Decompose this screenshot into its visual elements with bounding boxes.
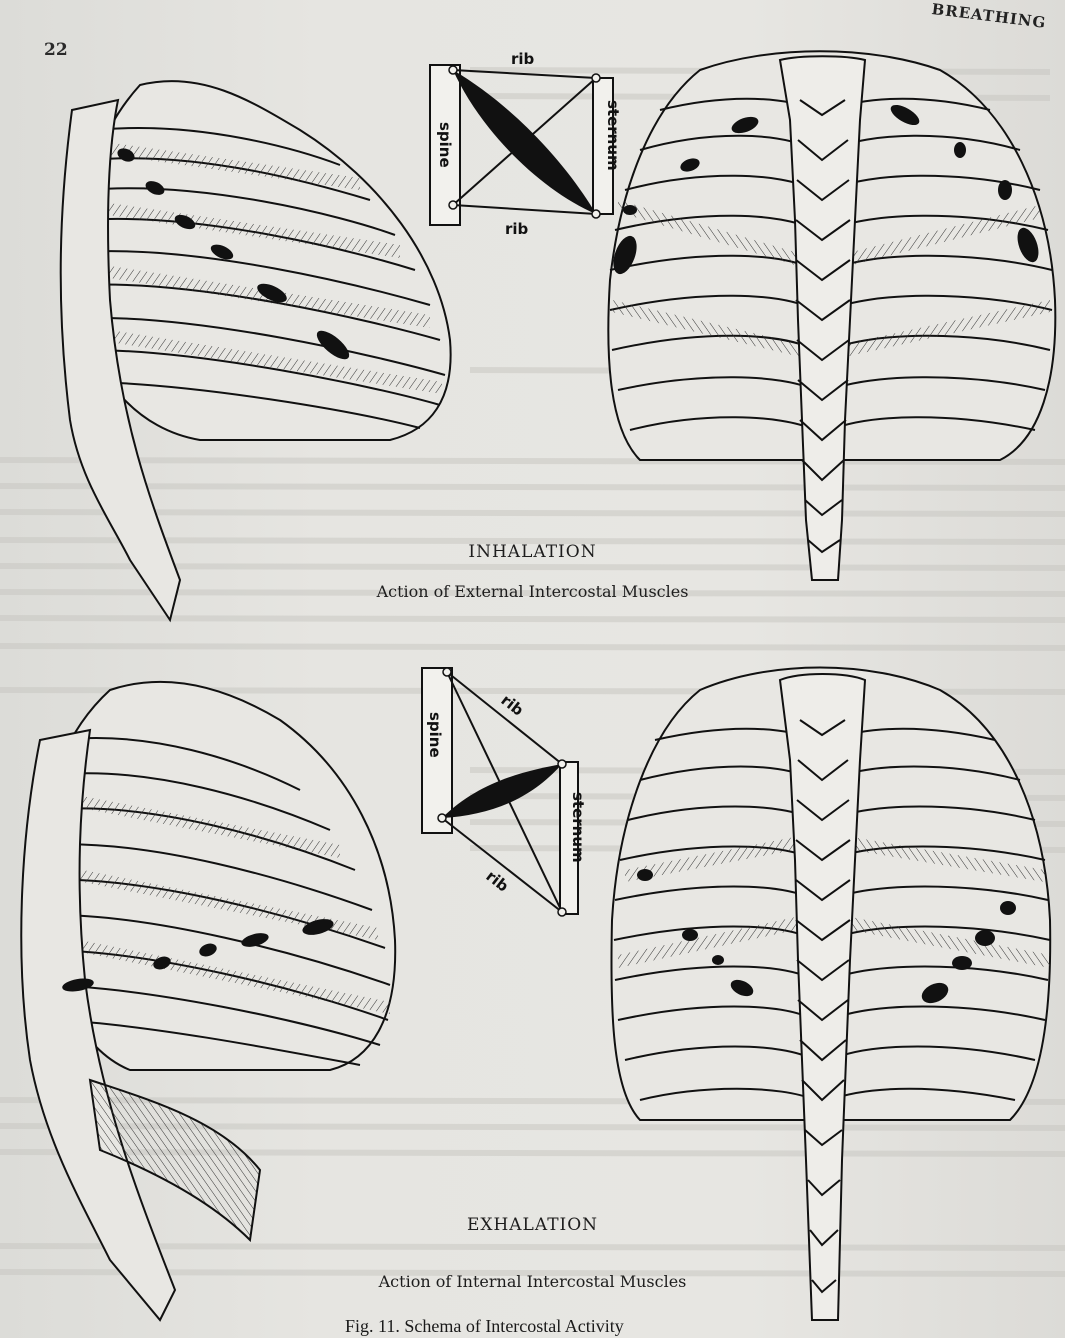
inhalation-subheading: Action of External Intercostal Muscles	[0, 582, 1065, 601]
figure-caption: Fig. 11. Schema of Intercostal Activity	[345, 1316, 624, 1337]
exhalation-label-spine: spine	[426, 712, 444, 758]
exhalation-heading: EXHALATION	[0, 1215, 1065, 1235]
exhalation-subheading: Action of Internal Intercostal Muscles	[0, 1272, 1065, 1291]
inhalation-label-rib-top: rib	[511, 50, 535, 68]
inhalation-posterior-ribcage-drawing	[608, 51, 1055, 580]
inhalation-label-sternum: sternum	[604, 100, 622, 171]
exhalation-label-sternum: sternum	[569, 792, 587, 863]
exhalation-label-rib-bottom: rib	[483, 867, 513, 896]
inhalation-lateral-ribcage-drawing	[61, 81, 451, 620]
inhalation-label-rib-bottom: rib	[505, 220, 529, 238]
inhalation-label-spine: spine	[436, 122, 454, 168]
inhalation-schema-diagram	[430, 65, 613, 225]
inhalation-heading: INHALATION	[0, 542, 1065, 562]
